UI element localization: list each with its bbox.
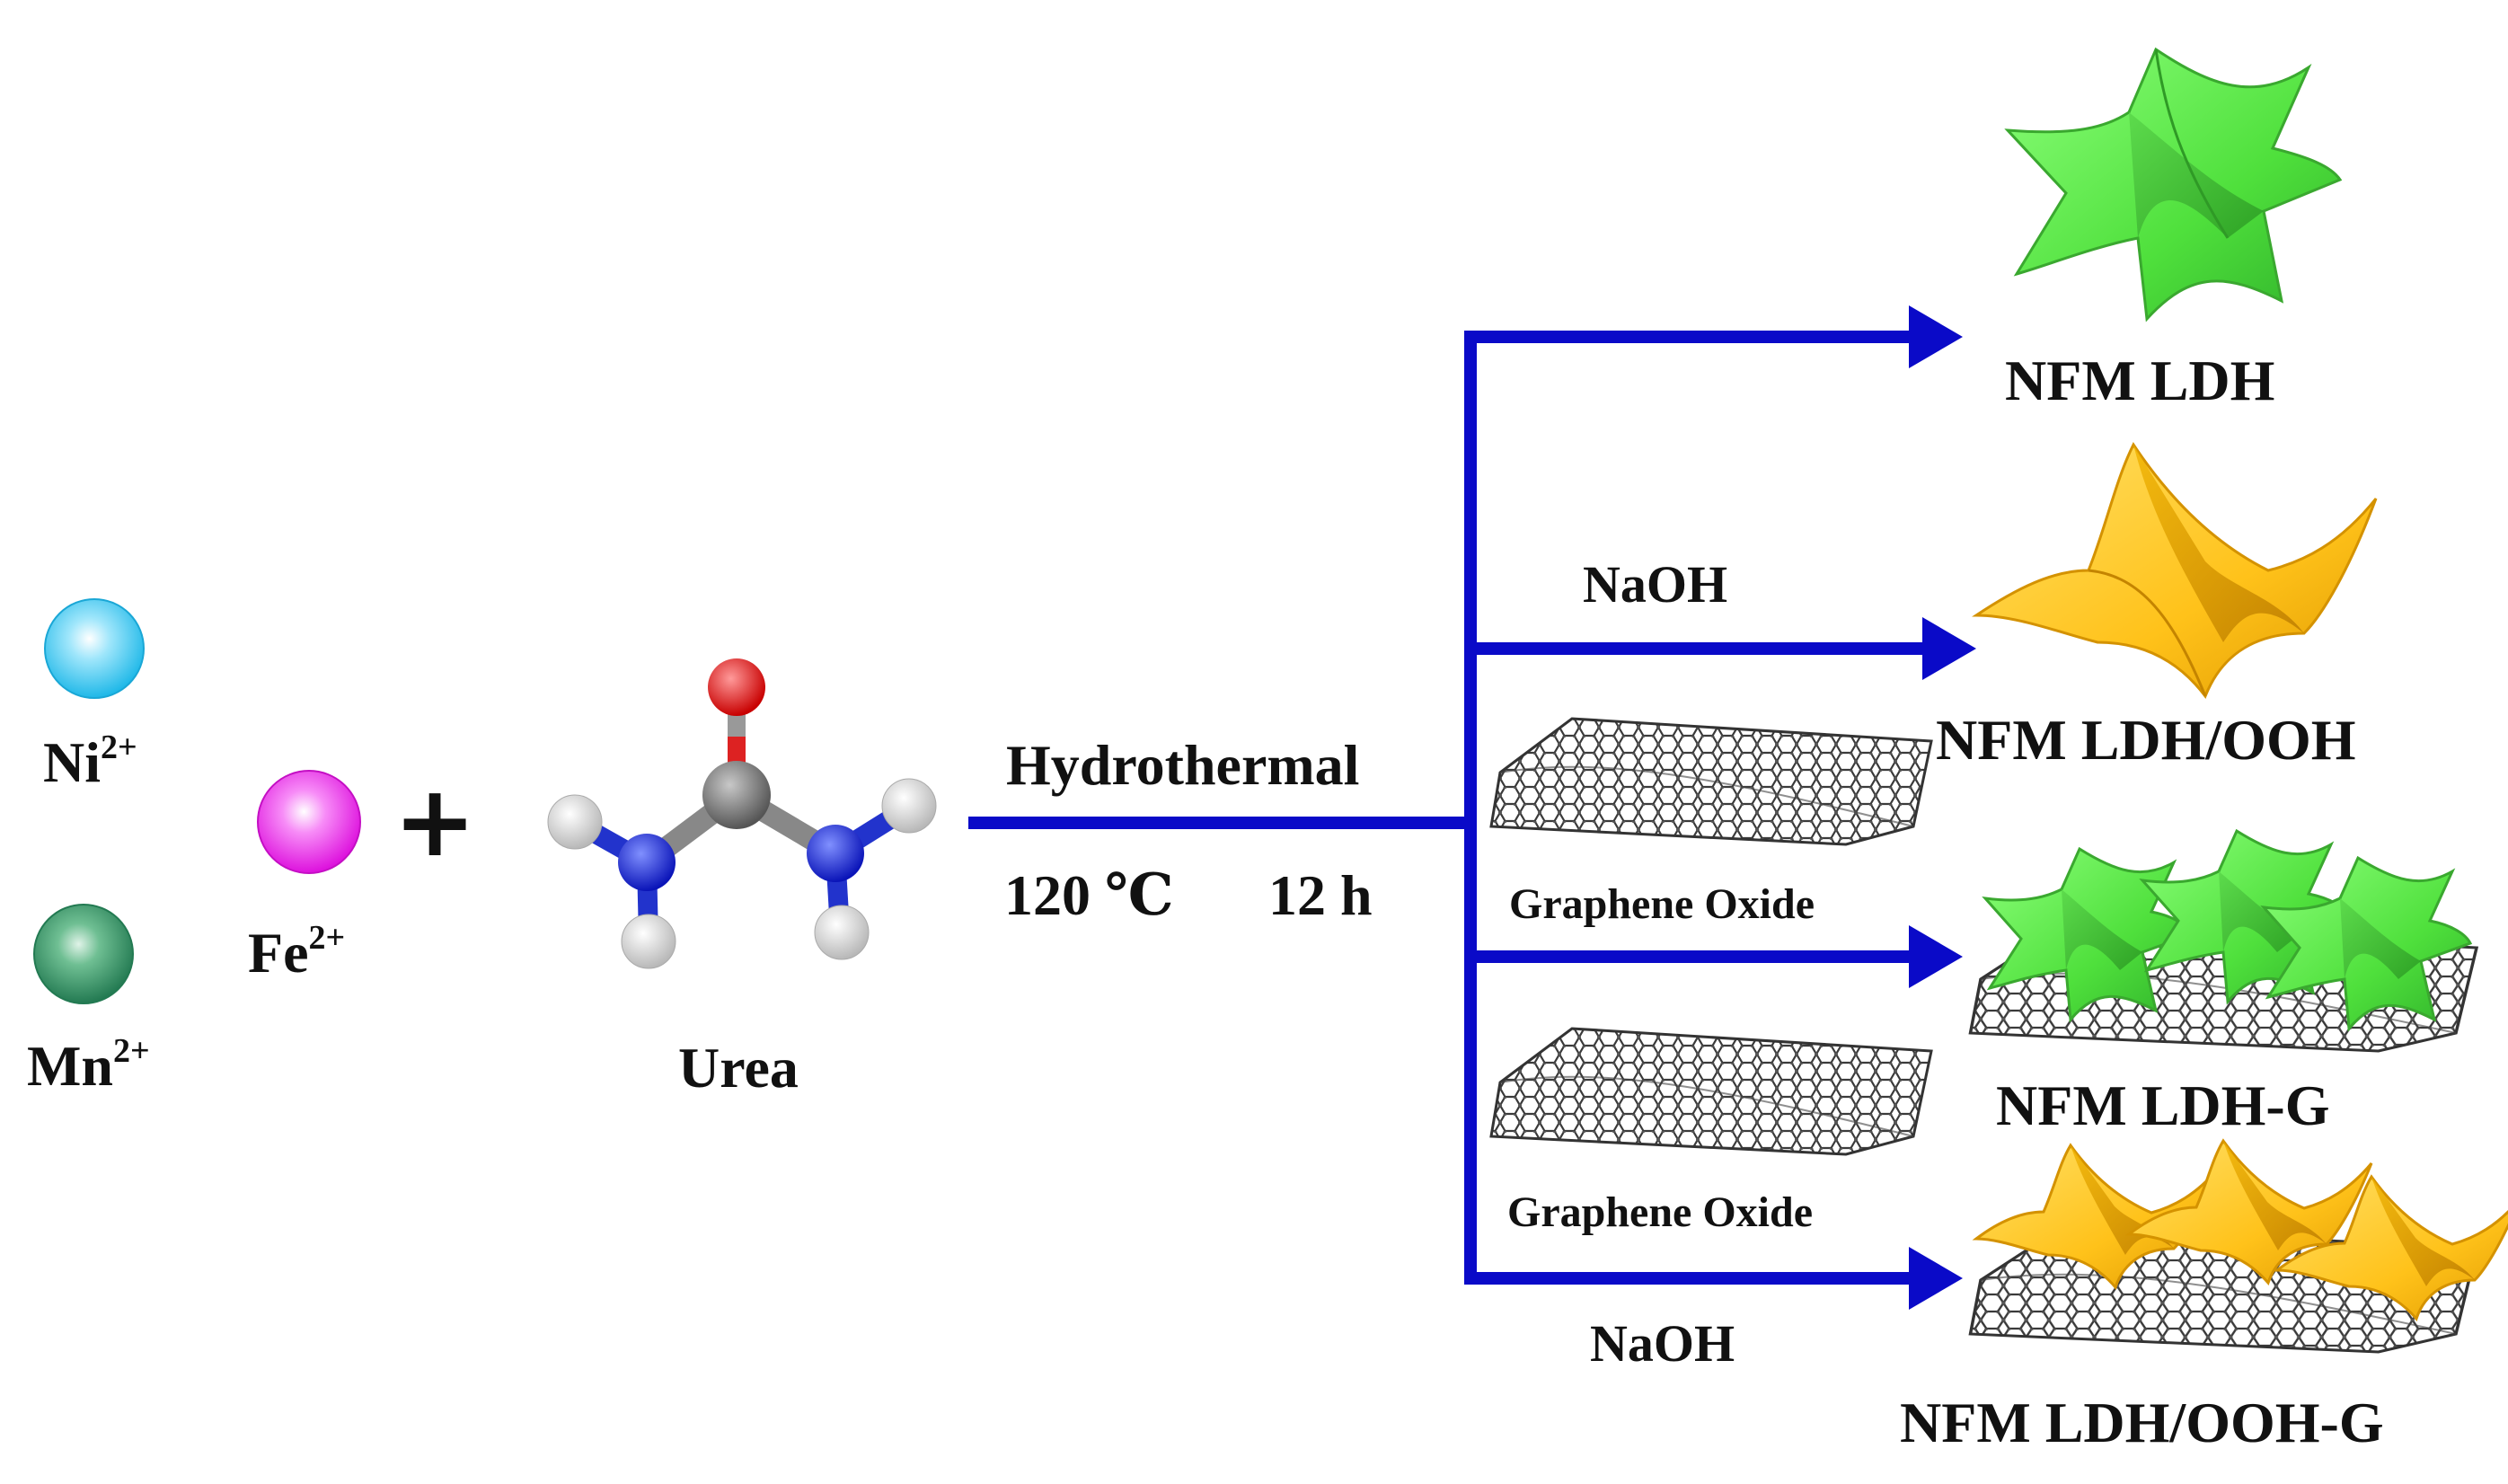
carbon-atom bbox=[702, 761, 771, 829]
product-nfm-ldh-ooh-label: NFM LDH/OOH bbox=[1936, 708, 2356, 772]
nitrogen-atom-right bbox=[807, 825, 864, 882]
mn-sphere bbox=[34, 905, 133, 1003]
nitrogen-atom-left bbox=[618, 834, 676, 891]
reagent-naoh-1: NaOH bbox=[1583, 555, 1727, 614]
product-nfm-ldh-g-label: NFM LDH-G bbox=[1996, 1073, 2330, 1137]
ni-ion: Ni2+ bbox=[43, 599, 144, 794]
urea-molecule bbox=[548, 658, 936, 968]
reagent-naoh-2: NaOH bbox=[1590, 1314, 1735, 1373]
reagent-graphene-oxide-2: Graphene Oxide bbox=[1507, 1188, 1813, 1236]
hydrogen-atom bbox=[548, 795, 602, 849]
fe-sphere bbox=[258, 771, 360, 873]
plus-sign: + bbox=[393, 764, 476, 879]
product-nfm-ldh-label: NFM LDH bbox=[2005, 349, 2274, 412]
ni-sphere bbox=[45, 599, 144, 698]
product-nfm-ldh-g bbox=[1971, 831, 2477, 1051]
mn-label: Mn2+ bbox=[27, 1032, 150, 1098]
product-nfm-ldh-ooh-flake bbox=[1976, 445, 2376, 696]
process-time: 12 h bbox=[1268, 863, 1373, 927]
product-nfm-ldh-ooh-g-label: NFM LDH/OOH-G bbox=[1900, 1391, 2384, 1454]
hydrogen-atom bbox=[882, 779, 936, 833]
arrow-head-1 bbox=[1909, 305, 1963, 368]
ni-label: Ni2+ bbox=[43, 729, 137, 794]
fe-label: Fe2+ bbox=[248, 919, 345, 985]
hydrogen-atom bbox=[815, 905, 869, 959]
hydrogen-atom bbox=[622, 914, 676, 968]
urea-label: Urea bbox=[678, 1036, 799, 1100]
graphene-oxide-sheet-1 bbox=[1491, 719, 1931, 844]
product-nfm-ldh-ooh-g bbox=[1971, 1141, 2508, 1352]
arrow-head-2 bbox=[1922, 617, 1976, 680]
fe-ion: Fe2+ bbox=[248, 771, 360, 985]
oxygen-atom bbox=[708, 658, 765, 716]
arrow-head-4 bbox=[1909, 1247, 1963, 1310]
reagent-graphene-oxide-1: Graphene Oxide bbox=[1509, 880, 1815, 928]
product-nfm-ldh-flake bbox=[2008, 49, 2340, 319]
graphene-oxide-sheet-2 bbox=[1491, 1029, 1931, 1154]
mn-ion: Mn2+ bbox=[27, 905, 150, 1098]
arrow-head-3 bbox=[1909, 925, 1963, 988]
process-method: Hydrothermal bbox=[1006, 733, 1359, 797]
process-temperature: 120 ℃ bbox=[1004, 863, 1174, 927]
